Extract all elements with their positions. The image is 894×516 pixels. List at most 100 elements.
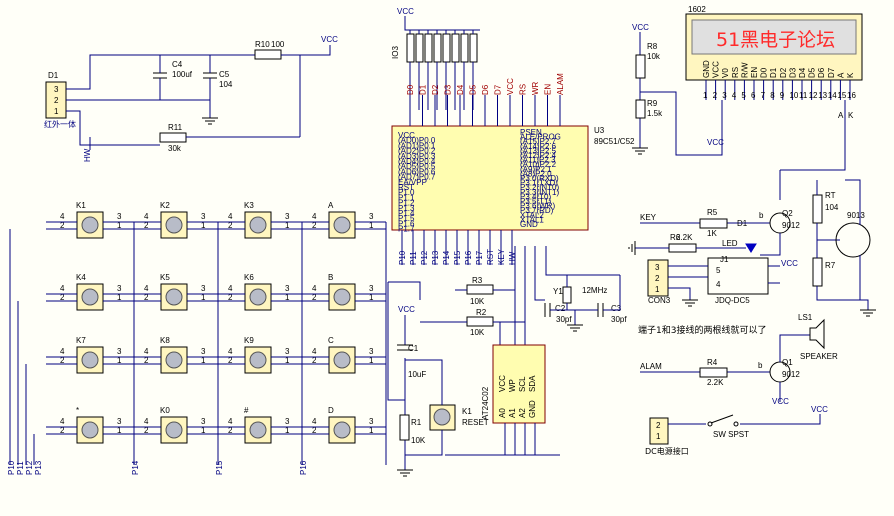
key-3-cap[interactable]	[333, 216, 351, 234]
key-14-pin2: 2	[228, 426, 233, 435]
key-10-cap[interactable]	[249, 351, 267, 369]
key-net-label: KEY	[640, 213, 657, 222]
key-4-cap[interactable]	[81, 288, 99, 306]
r9-value: 1.5k	[647, 109, 663, 118]
mcu-left-pin-16: P1.5	[398, 214, 415, 223]
lcd-pin-label-10: D4	[798, 67, 807, 78]
speaker-label: SPEAKER	[800, 352, 838, 361]
mcu-bottom-net-4: P14	[442, 250, 451, 265]
r6-ref: R6	[670, 233, 681, 242]
key-2-cap[interactable]	[249, 216, 267, 234]
lcd-pin-label-3: RS	[731, 67, 740, 78]
vcc-label-r8: VCC	[632, 23, 649, 32]
key-14-cap[interactable]	[249, 421, 267, 439]
vcc-label-reset: VCC	[398, 305, 415, 314]
key-2-label: K3	[244, 201, 254, 210]
mcu-right-pin-3: (A14)P2.6	[520, 142, 557, 151]
mcu-left-pin-11: P1.0	[398, 188, 415, 197]
key-9-cap[interactable]	[165, 351, 183, 369]
switch-lever[interactable]	[710, 414, 734, 424]
key-1-label: K2	[160, 201, 170, 210]
lcd-pin-number-5: 6	[751, 91, 756, 100]
relay-label: JDQ-DC5	[715, 296, 750, 305]
key-15-cap[interactable]	[333, 421, 351, 439]
key-7-cap[interactable]	[333, 288, 351, 306]
mcu-top-net-7: D7	[494, 84, 503, 95]
mcu-top-net-2: D2	[431, 84, 440, 95]
mcu-bottom-net-3: P13	[431, 250, 440, 265]
key-0-cap[interactable]	[81, 216, 99, 234]
key-9-pin2: 2	[144, 356, 149, 365]
crystal-section: Y1 12MHz C2 30pf C3 30pf	[534, 246, 627, 332]
mcu-top-net-12: ALAM	[556, 73, 565, 95]
key-15-label: D	[328, 406, 334, 415]
key-15-pin3: 3	[369, 417, 374, 426]
mcu-top-net-10: WR	[531, 81, 540, 95]
key-6-pin4: 4	[228, 284, 233, 293]
lcd-pin-label-6: D0	[760, 67, 769, 78]
key-2-pin3: 3	[285, 212, 290, 221]
key-10-pin1: 1	[285, 356, 290, 365]
mcu-left-pin-13: P1.2	[398, 199, 415, 208]
r6-body	[668, 243, 697, 253]
key-8-pin1: 1	[117, 356, 122, 365]
mcu-top-net-0: D0	[406, 84, 415, 95]
key-13-body[interactable]	[160, 416, 188, 444]
key-1-cap[interactable]	[165, 216, 183, 234]
mcu-left-pin-0: VCC	[398, 131, 415, 140]
r5-value: 1K	[707, 229, 717, 238]
mcu-bottom-net-7: P17	[475, 250, 484, 265]
r1-ref: R1	[411, 418, 422, 427]
c3-ref: C3	[611, 304, 622, 313]
lcd-pin-label-1: VCC	[712, 61, 721, 78]
reset-switch-wires	[387, 281, 443, 456]
reset-button-cap[interactable]	[433, 408, 451, 426]
relay-section: 3 2 1 CON3 J1 5 4 JDQ-DC5 VCC 端子1和3接线的两根…	[638, 255, 798, 336]
y1-value: 12MHz	[582, 286, 607, 295]
r11-body	[159, 132, 187, 143]
lcd-text: 51黑电子论坛	[716, 29, 835, 51]
rpack-resistor-7	[469, 33, 478, 63]
lcd-pin-label-13: D7	[827, 67, 836, 78]
key-4-label: K4	[76, 273, 86, 282]
key-2-pin1: 1	[285, 221, 290, 230]
key-8-cap[interactable]	[81, 351, 99, 369]
lcd-pin-number-3: 4	[732, 91, 737, 100]
led-symbol	[745, 243, 757, 253]
key-5-cap[interactable]	[165, 288, 183, 306]
eeprom-gnd-wires	[445, 423, 560, 456]
r7-body	[812, 257, 823, 287]
caps-wires	[550, 275, 621, 325]
eeprom-pin-5: A1	[508, 408, 517, 418]
key-0-pin3: 3	[117, 212, 122, 221]
q1-value: 9012	[782, 370, 800, 379]
reset-label: RESET	[462, 418, 489, 427]
lcd-pin-number-2: 3	[722, 91, 727, 100]
switch-contact-b	[733, 421, 739, 427]
io3-label: IO3	[391, 46, 400, 59]
key-9-pin1: 1	[201, 356, 206, 365]
vcc-label-power: VCC	[811, 405, 828, 414]
lcd-pin-label-0: GND	[702, 60, 711, 78]
key-6-cap[interactable]	[249, 288, 267, 306]
mcu-right-pin-17: P3.7(RD)	[520, 206, 554, 215]
y1-ref: Y1	[553, 287, 563, 296]
key-12-cap[interactable]	[81, 421, 99, 439]
c2-value: 30pf	[556, 315, 572, 324]
key-8-pin3: 3	[117, 347, 122, 356]
mcu-right-pin-7: (A10)P2.2	[520, 160, 557, 169]
key-14-pin4: 4	[228, 417, 233, 426]
key-7-pin3: 3	[369, 284, 374, 293]
r8-body	[635, 54, 646, 79]
mcu-left-pin-5: (AD4)P0.4	[398, 157, 436, 166]
key-4-wires	[46, 293, 134, 302]
key-11-cap[interactable]	[333, 351, 351, 369]
r10-ref: R10	[255, 40, 270, 49]
mcu-left-pin-7: (AD6)P0.6	[398, 167, 436, 176]
key-13-cap[interactable]	[165, 421, 183, 439]
mcu-bottom-net-5: P15	[453, 250, 462, 265]
vcc-label-relay: VCC	[781, 259, 798, 268]
key-9-pin4: 4	[144, 347, 149, 356]
rt-ref: RT	[825, 191, 836, 200]
